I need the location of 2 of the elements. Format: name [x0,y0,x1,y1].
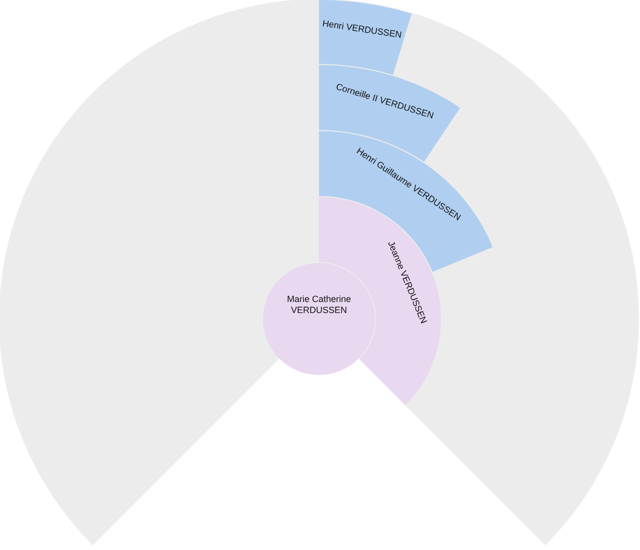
person-name: Henri VERDUSSEN [322,18,402,40]
person-name: Marie Catherine VERDUSSEN [286,294,352,316]
